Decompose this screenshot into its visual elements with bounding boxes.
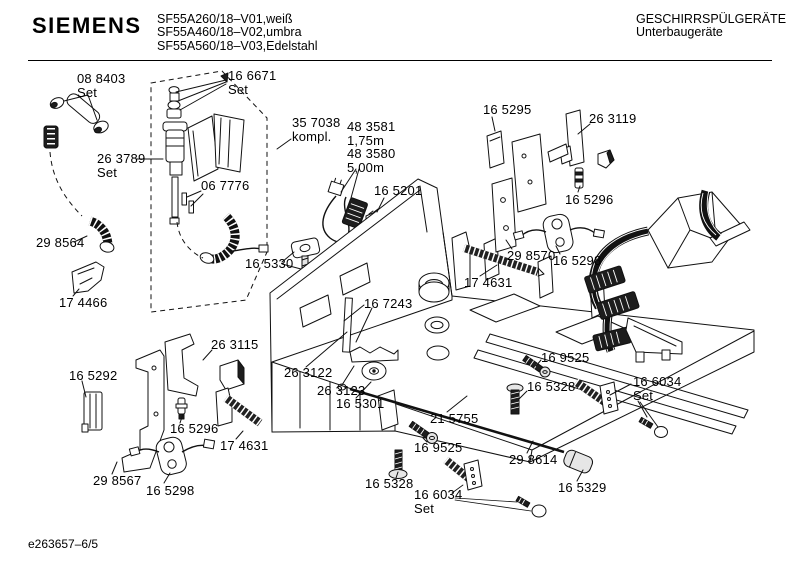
wiring-harness [584,189,751,363]
document-number: e263657–6/5 [28,537,99,551]
rod-29-8614 [349,387,565,454]
wheel-16-5301 [361,361,387,381]
part-label-16-5298-bottom: 16 5298 [146,483,195,498]
part-label-16-5295: 16 5295 [483,102,532,117]
aquastop-valve-26-3789 [162,86,269,264]
part-label-17-4631-bottom: 17 4631 [220,438,269,453]
brand-logo: SIEMENS [32,13,142,38]
rail-16-6034-right [573,378,668,438]
switch-16-5298-bottom [128,436,216,476]
pad-16-5292 [81,391,103,433]
part-label-16-9525-right: 16 9525 [541,350,590,365]
part-label-21-5755: 21 5755 [430,411,479,426]
pin-16-5296-top [574,167,584,189]
model-list: SF55A260/18–V01,weiß SF55A460/18–V02,umb… [157,12,318,53]
part-label-26-3115: 26 3115 [211,337,259,352]
screw-16-5328-right [506,383,524,415]
grommet-16-7243 [418,272,450,361]
part-label-17-4631-right: 17 4631 [464,275,513,290]
part-label-16-5301: 16 5301 [336,396,385,411]
part-label-48-3581-48-3580: 48 3581 1,75m 48 3580 5,00m [347,119,396,175]
panel-29-8567 [121,349,165,473]
part-label-26-3123: 26 3123 [317,383,366,398]
inlet-hose-08-8403 [49,93,109,134]
part-label-29-8567: 29 8567 [93,473,142,488]
part-label-16-5328-bottom: 16 5328 [365,476,414,491]
screw-16-5328-bottom [388,449,408,479]
part-label-26-3122: 26 3122 [284,365,333,380]
part-label-16-5201: 16 5201 [374,183,423,198]
bracket-26-3119 [547,109,615,169]
part-label-16-7243: 16 7243 [364,296,413,311]
screw-16-9525-right [522,355,551,378]
pin-16-5296-bottom [175,397,188,420]
strip-26-3122 [342,297,353,353]
part-label-16-5292: 16 5292 [69,368,118,383]
threaded-rail-17-4631-right [451,231,545,291]
drain-parts-29-8564 [43,125,115,253]
part-label-16-6034-right: 16 6034 Set [633,374,682,403]
part-label-17-4466: 17 4466 [59,295,108,310]
part-label-16-5298-right: 16 5298 [553,253,602,268]
part-label-26-3119: 26 3119 [589,111,637,126]
bracket-26-3115 [164,333,245,397]
part-label-16-5329: 16 5329 [558,480,607,495]
bracket-26-3123 [349,346,399,363]
leader-lines [63,72,659,512]
part-label-29-8564: 29 8564 [36,235,85,250]
part-label-35-7038: 35 7038 kompl. [292,115,341,144]
category-title: GESCHIRRSPÜLGERÄTE [636,12,787,26]
screw-16-9525-bottom [408,420,438,444]
part-label-16-9525-bottom: 16 9525 [414,440,463,455]
part-label-16-6671: 16 6671 Set [228,68,277,97]
part-label-06-7776: 06 7776 [201,178,250,193]
part-label-16-5330: 16 5330 [245,256,294,271]
part-label-26-3789: 26 3789 Set [97,151,146,180]
header-divider [28,60,772,61]
part-label-29-8570: 29 8570 [507,248,556,263]
cap-16-5329 [563,449,594,474]
part-label-29-8614: 29 8614 [509,452,558,467]
switch-16-5298-right [512,213,605,254]
part-label-16-5296-bottom: 16 5296 [170,421,219,436]
rail-16-6034-bottom [443,456,547,518]
part-label-08-8403: 08 8403 Set [77,71,126,100]
power-cord-48-3581 [322,177,368,243]
bracket-17-4466 [71,261,105,294]
category-subtitle: Unterbaugeräte [636,25,723,40]
part-label-16-6034-bottom: 16 6034 Set [414,487,463,516]
part-label-16-5296-top: 16 5296 [565,192,614,207]
bracket-16-5295 [486,130,547,213]
plate-29-8570 [491,177,517,253]
threaded-rail-17-4631-bottom [215,387,263,427]
part-label-16-5328-right: 16 5328 [527,379,576,394]
